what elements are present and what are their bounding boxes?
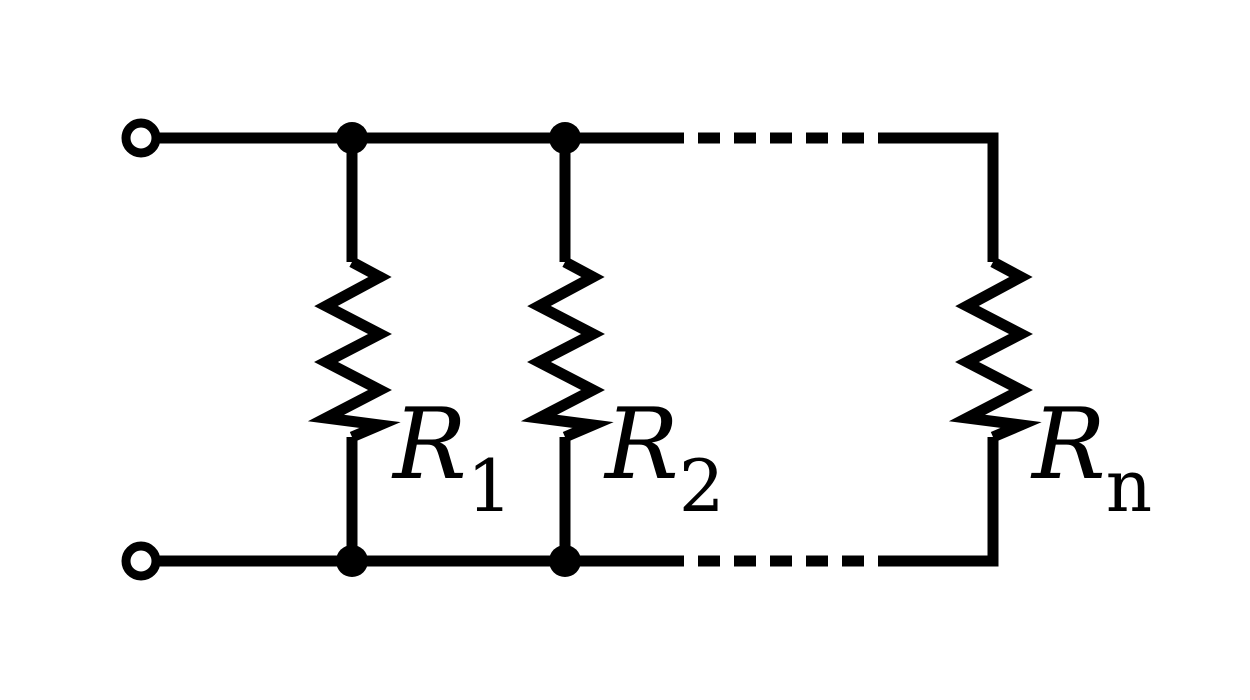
- rn-resistor-zigzag: [948, 257, 1042, 443]
- label-rn: Rn: [1030, 388, 1152, 528]
- top-rail-to-rn-wire: [888, 132, 999, 262]
- bottom-rail-to-rn-wire: [888, 437, 999, 567]
- r2-resistor-zigzag: [520, 257, 614, 443]
- bottom-terminal: [121, 541, 161, 581]
- label-rn-subscript: n: [1106, 444, 1152, 528]
- label-r1: R1: [391, 388, 513, 528]
- resistor-branch-rn: [948, 257, 1042, 443]
- top-terminal: [121, 118, 161, 158]
- junction-dot-top-r1: [336, 122, 368, 154]
- junction-dot-bottom-r1: [336, 545, 368, 577]
- label-rn-symbol: R: [1030, 388, 1106, 502]
- resistor-branch-r2: [520, 138, 614, 561]
- label-r2: R2: [603, 388, 725, 528]
- label-r2-symbol: R: [603, 388, 679, 502]
- resistor-branch-r1: [307, 138, 401, 561]
- junction-dot-top-r2: [549, 122, 581, 154]
- label-r1-symbol: R: [391, 388, 467, 502]
- r1-resistor-zigzag: [307, 257, 401, 443]
- label-r1-subscript: 1: [467, 444, 513, 528]
- label-r2-subscript: 2: [679, 444, 725, 528]
- junction-dot-bottom-r2: [549, 545, 581, 577]
